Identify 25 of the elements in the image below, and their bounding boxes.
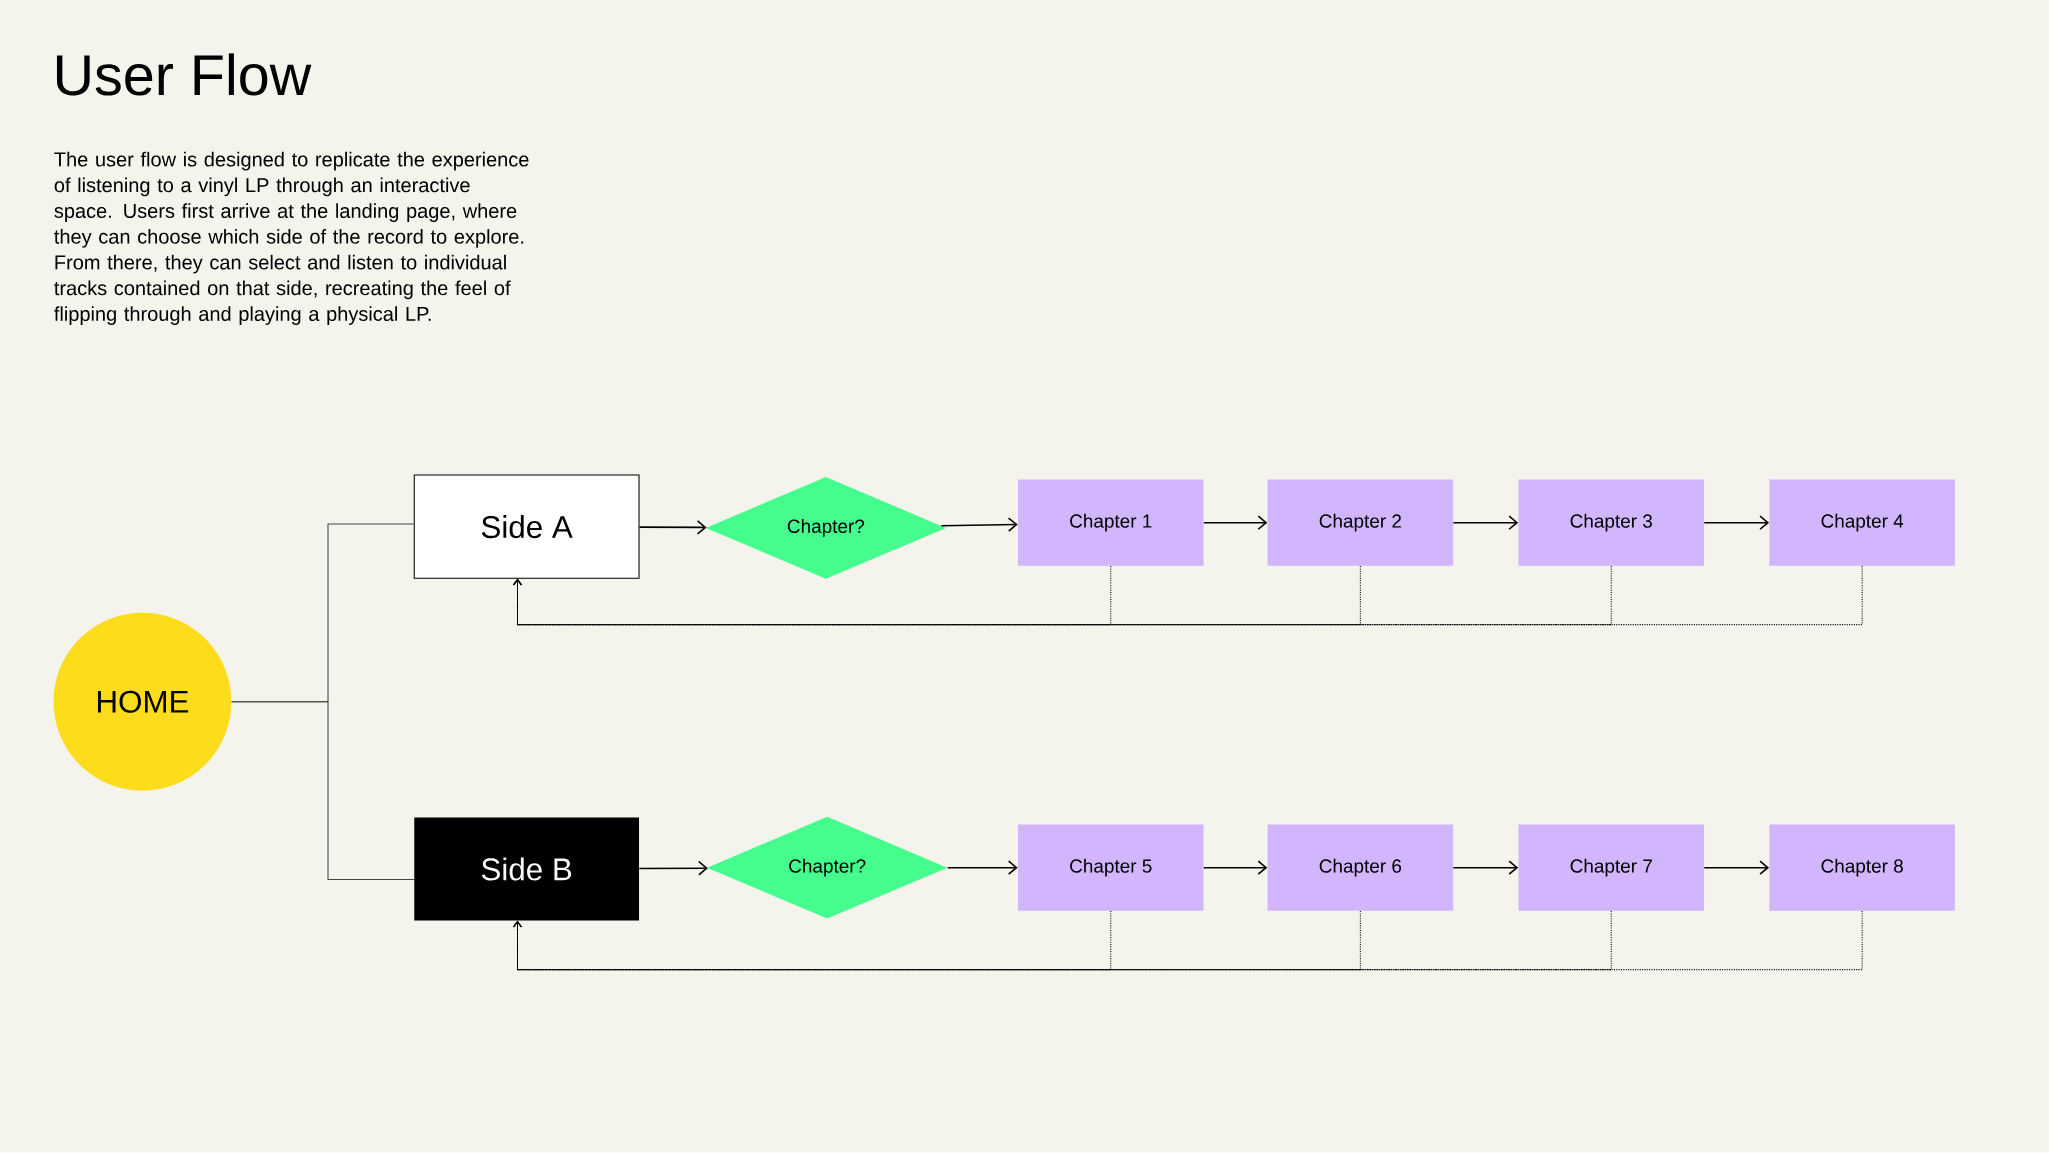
connector-line <box>231 701 415 881</box>
chapter-box: Chapter 1 <box>1018 479 1204 567</box>
title: User Flow <box>56 53 312 96</box>
chapter-box: Chapter 6 <box>1267 824 1454 912</box>
dotted-return-arrow <box>513 565 1863 626</box>
side-box: Side A <box>413 474 640 579</box>
chapter-box: Chapter 8 <box>1769 824 1955 912</box>
chapter-box: Chapter 7 <box>1518 824 1705 912</box>
chapter-box: Chapter 2 <box>1267 479 1454 567</box>
description-text: The user flow is designed to replicate the experience of listening to a vinyl LP through an interactive space. Users first arrive at the landing page, where they can choose which side of the record to explore. From there, they can select and listen to individual tracks contained on that side, recreating the feel of flipping through and playing a physical LP. <box>54 152 529 326</box>
side-box: Side B <box>414 817 639 921</box>
arrow <box>1452 515 1519 531</box>
dotted-return-arrow <box>513 910 1863 971</box>
arrow <box>1452 860 1519 876</box>
chapter-box: Chapter 5 <box>1018 824 1204 912</box>
chapter-box: Chapter 4 <box>1769 479 1955 567</box>
arrow <box>946 860 1018 876</box>
arrow <box>1703 860 1770 876</box>
arrow <box>638 520 707 535</box>
arrow <box>1203 515 1268 531</box>
chapter-box: Chapter 3 <box>1518 479 1705 567</box>
arrow <box>1203 860 1268 876</box>
arrow <box>638 861 708 876</box>
arrow <box>940 517 1018 533</box>
arrow <box>1703 515 1770 531</box>
